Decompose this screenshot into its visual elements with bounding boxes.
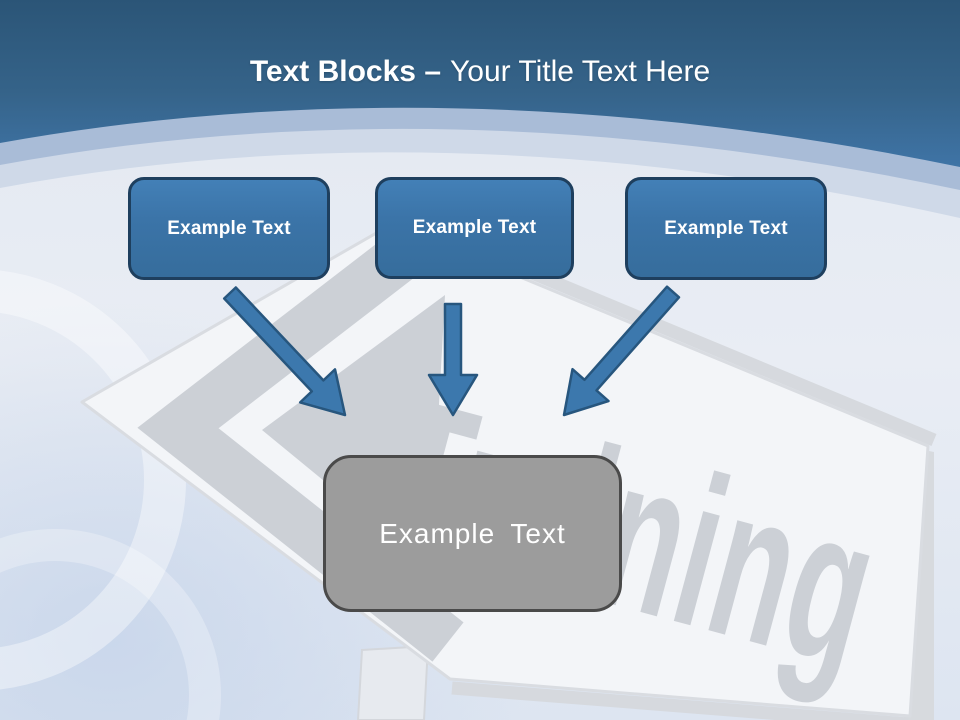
header-banner [0, 0, 960, 167]
connector-arrow-left [222, 286, 347, 417]
bokeh-circle [0, 270, 186, 690]
connector-arrow-right [562, 285, 681, 417]
text-block-bottom[interactable]: Example Text [323, 455, 622, 612]
text-block-1-label: Example Text [167, 217, 291, 239]
text-block-3[interactable]: Example Text [625, 177, 827, 280]
sign-pole-left [356, 644, 430, 720]
connector-arrow-middle [427, 302, 479, 417]
text-block-2-label: Example Text [412, 217, 537, 238]
slide-title[interactable]: Text Blocks –Your Title Text Here [0, 54, 960, 90]
text-block-2[interactable]: Example Text [375, 177, 574, 279]
text-block-3-label: Example Text [664, 217, 788, 239]
title-bold-text: Text Blocks – [249, 55, 442, 88]
title-regular-text: Your Title Text Here [450, 55, 711, 88]
text-block-bottom-label: Example Text [379, 517, 566, 549]
sign-bottom-edge [451, 681, 909, 720]
connector-arrows [222, 285, 681, 417]
bokeh-circle [0, 529, 221, 720]
text-block-1[interactable]: Example Text [128, 177, 330, 280]
